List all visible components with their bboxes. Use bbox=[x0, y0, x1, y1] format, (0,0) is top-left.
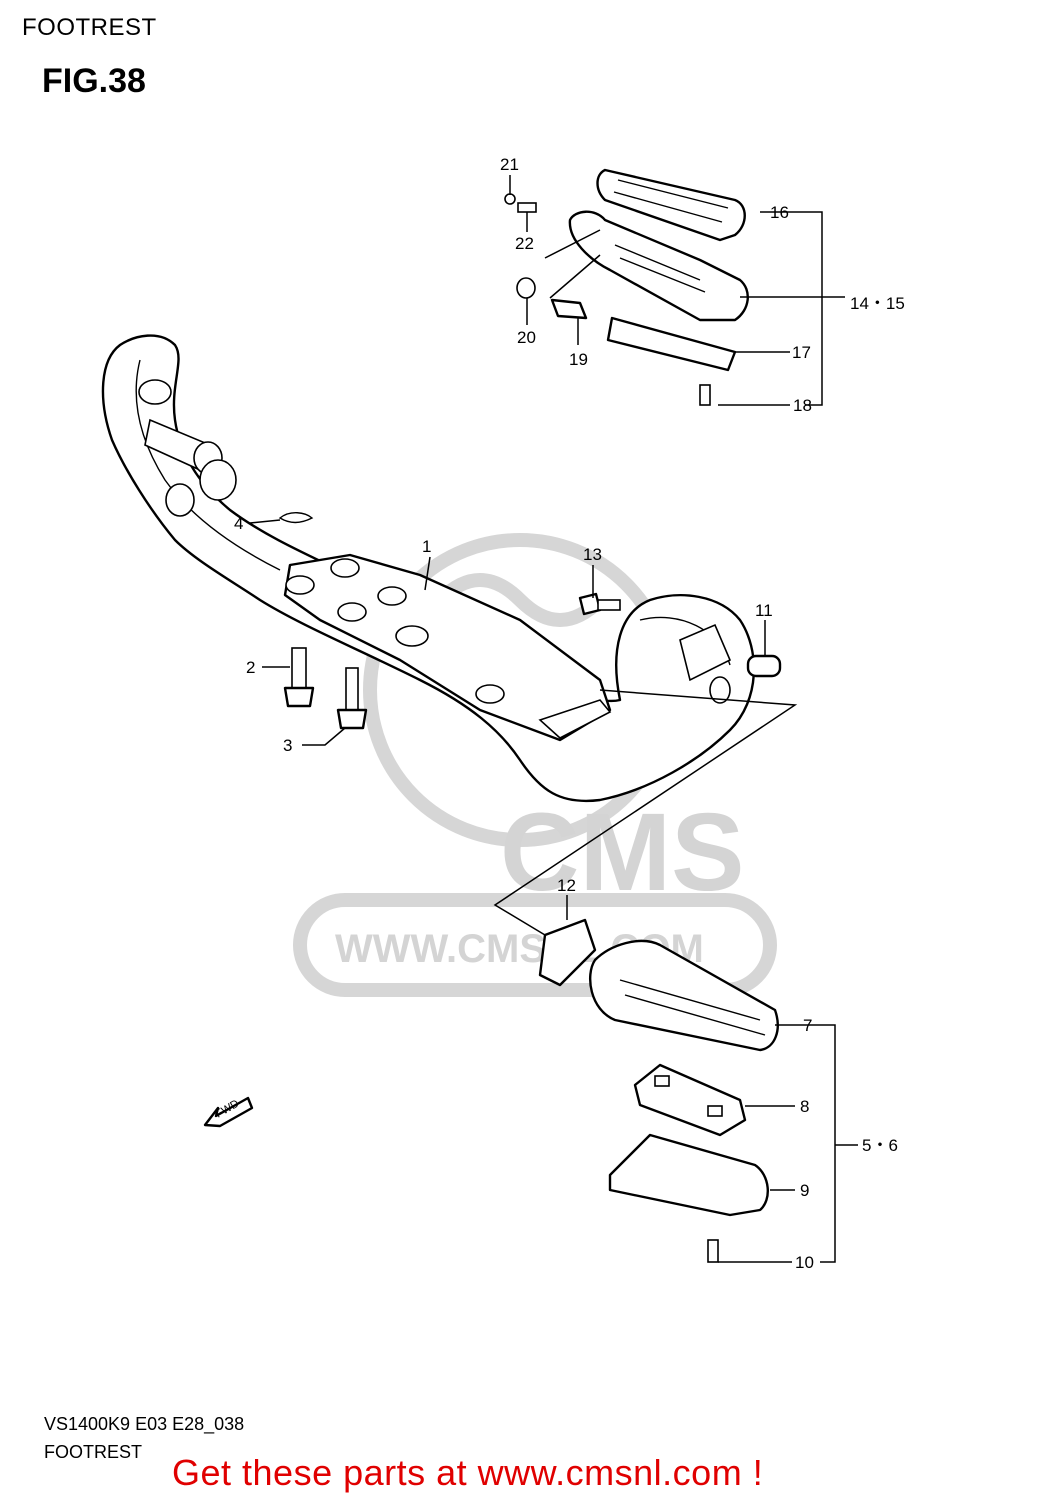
callout-5-6: 5・6 bbox=[862, 1136, 898, 1155]
cap-11 bbox=[746, 654, 782, 678]
callout-labels: 1 2 3 4 5・6 7 8 9 10 11 12 13 14・15 16 1… bbox=[234, 155, 905, 1272]
callout-20: 20 bbox=[517, 328, 536, 347]
callout-7: 7 bbox=[803, 1016, 812, 1035]
callout-10: 10 bbox=[795, 1253, 814, 1272]
callout-9: 9 bbox=[800, 1181, 809, 1200]
callout-22: 22 bbox=[515, 234, 534, 253]
footer-title: FOOTREST bbox=[44, 1442, 142, 1462]
bolt-2 bbox=[283, 647, 315, 708]
callout-11: 11 bbox=[755, 601, 773, 620]
callout-1: 1 bbox=[422, 537, 431, 556]
watermark: CMS WWW.CMSNL.COM bbox=[293, 533, 777, 997]
callout-16: 16 bbox=[770, 203, 789, 222]
page-header-title: FOOTREST bbox=[22, 14, 157, 41]
callout-3: 3 bbox=[283, 736, 292, 755]
callout-12: 12 bbox=[557, 876, 576, 895]
callout-4: 4 bbox=[234, 514, 243, 533]
rider-footrest bbox=[538, 918, 779, 1263]
callout-17: 17 bbox=[792, 343, 811, 362]
figure-number: FIG.38 bbox=[42, 62, 146, 100]
callout-2: 2 bbox=[246, 658, 255, 677]
bolt-13 bbox=[578, 592, 621, 616]
model-code: VS1400K9 E03 E28_038 bbox=[44, 1414, 245, 1434]
callout-13: 13 bbox=[583, 545, 602, 564]
bolt-3 bbox=[336, 667, 368, 730]
callout-18: 18 bbox=[793, 396, 812, 415]
fwd-arrow: FWD bbox=[203, 1096, 254, 1128]
promo-link[interactable]: Get these parts at www.cmsnl.com ! bbox=[172, 1452, 764, 1493]
callout-21: 21 bbox=[500, 155, 519, 174]
callout-14-15: 14・15 bbox=[850, 294, 905, 313]
clip-4 bbox=[278, 512, 314, 524]
callout-8: 8 bbox=[800, 1097, 809, 1116]
passenger-footrest bbox=[504, 168, 749, 406]
watermark-logo: CMS bbox=[500, 791, 744, 914]
footrest-bracket bbox=[101, 334, 756, 803]
leader-lines bbox=[249, 175, 858, 1263]
callout-19: 19 bbox=[569, 350, 588, 369]
